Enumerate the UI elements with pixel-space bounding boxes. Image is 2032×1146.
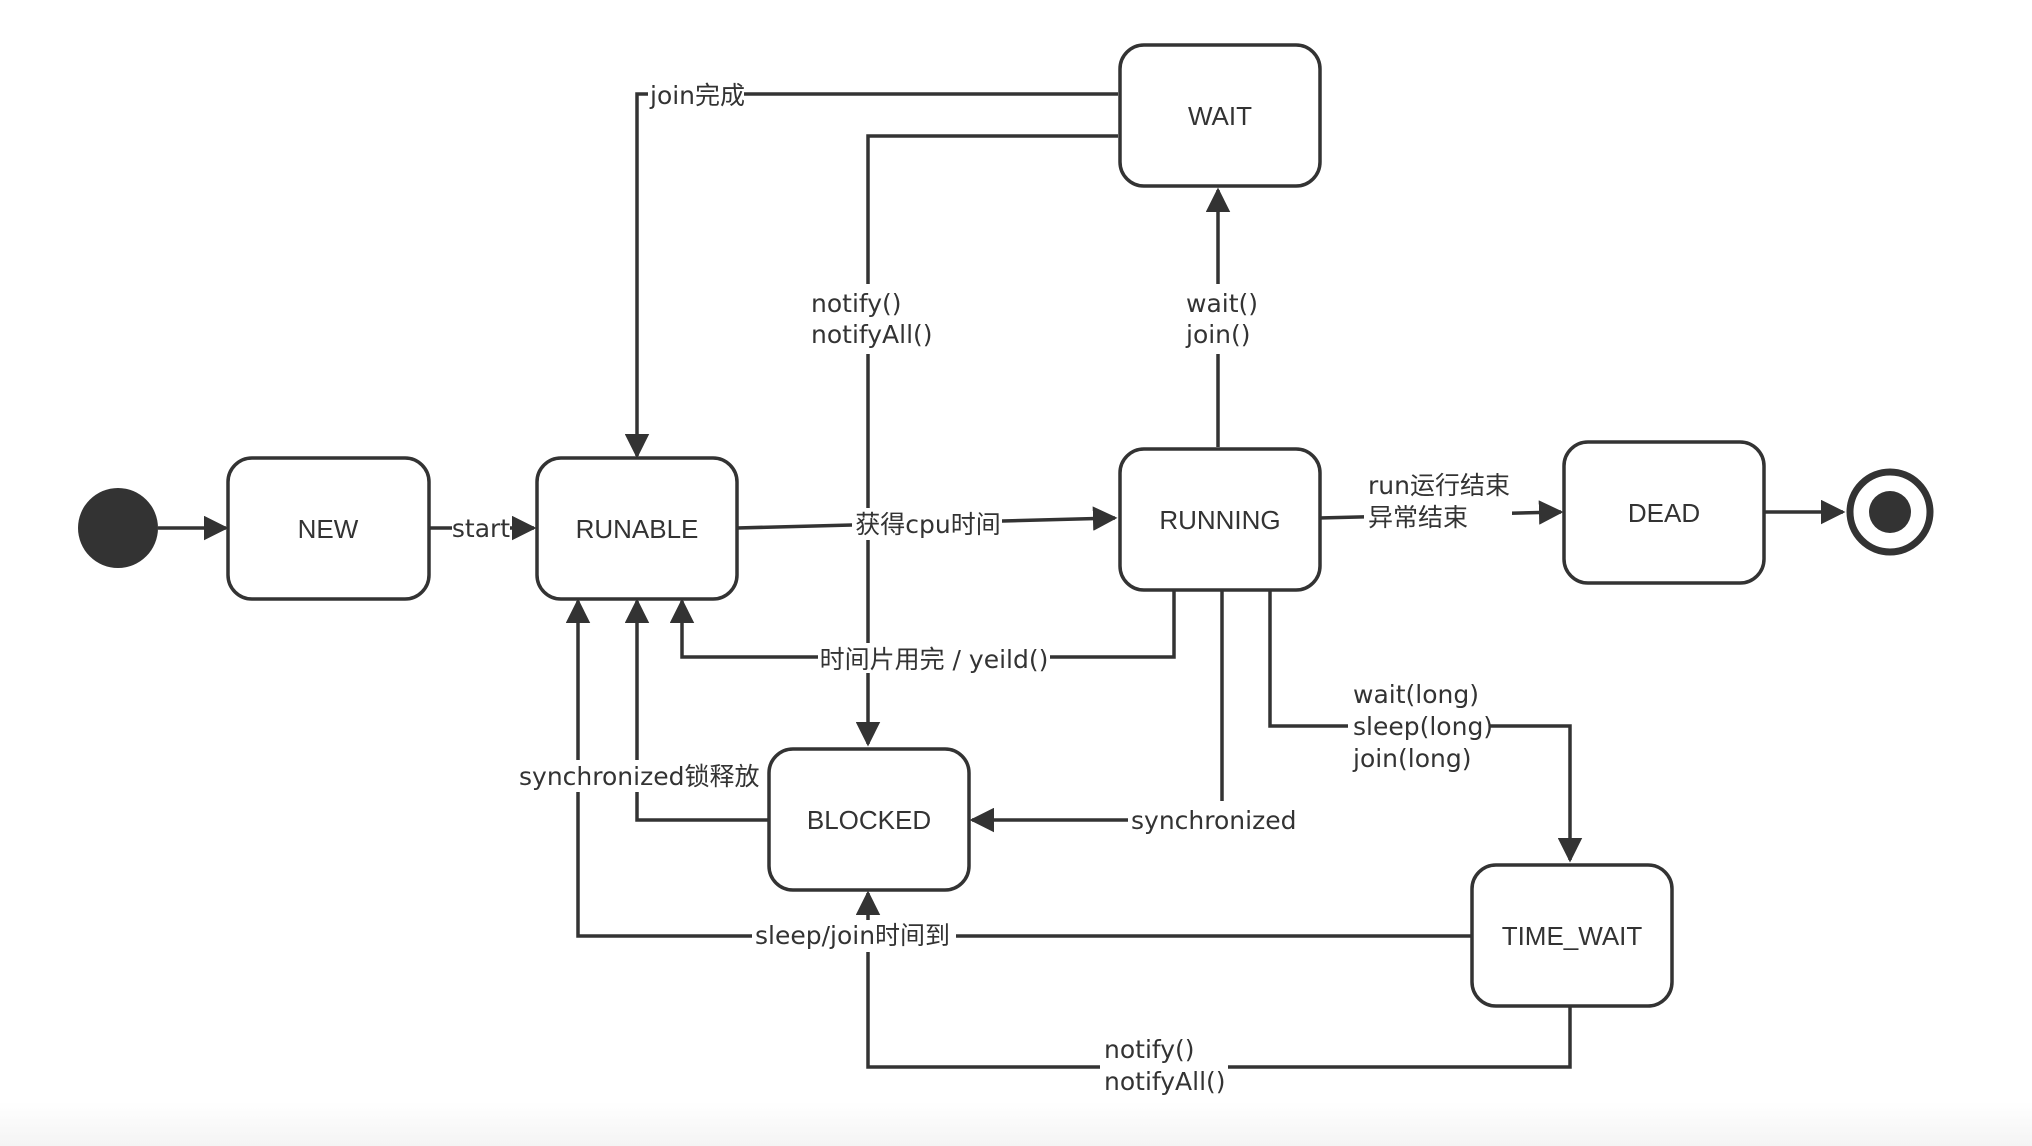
svg-text:start: start <box>452 514 510 543</box>
label-notify-timewait: notify() notifyAll() <box>1100 1032 1228 1102</box>
state-dead: DEAD <box>1562 440 1766 585</box>
label-join-done: join完成 <box>648 80 745 110</box>
svg-text:notify(): notify() <box>811 289 902 318</box>
initial-state-dot <box>78 488 158 568</box>
state-blocked-label: BLOCKED <box>807 805 931 835</box>
state-time-wait-label: TIME_WAIT <box>1502 921 1643 951</box>
label-timed: wait(long) sleep(long) join(long) <box>1348 676 1493 778</box>
state-blocked: BLOCKED <box>767 747 971 892</box>
state-wait: WAIT <box>1118 43 1322 188</box>
label-notify-wait: notify() notifyAll() <box>806 284 934 354</box>
svg-text:异常结束: 异常结束 <box>1368 503 1468 532</box>
state-running-label: RUNNING <box>1159 505 1280 535</box>
edge-wait-to-blocked <box>855 134 1118 747</box>
label-sync-release: synchronized锁释放 <box>516 760 759 792</box>
label-sleep-join-timeout: sleep/join时间到 <box>752 920 956 952</box>
svg-text:run运行结束: run运行结束 <box>1368 471 1510 500</box>
edge-timewait-to-runable <box>565 598 1472 938</box>
svg-text:时间片用完 / yeild(): 时间片用完 / yeild() <box>820 645 1049 674</box>
svg-text:sleep/join时间到: sleep/join时间到 <box>755 921 950 950</box>
label-wait-join: wait() join() <box>1181 284 1261 354</box>
state-dead-label: DEAD <box>1628 498 1700 528</box>
label-get-cpu: 获得cpu时间 <box>852 508 1002 540</box>
state-new-label: NEW <box>298 514 359 544</box>
edge-blocked-to-runable <box>624 598 768 822</box>
svg-text:获得cpu时间: 获得cpu时间 <box>855 510 1000 539</box>
svg-text:join(): join() <box>1185 320 1251 349</box>
state-runable-label: RUNABLE <box>576 514 699 544</box>
svg-text:wait(long): wait(long) <box>1353 680 1479 709</box>
state-wait-label: WAIT <box>1188 101 1252 131</box>
svg-text:synchronized锁释放: synchronized锁释放 <box>519 762 759 791</box>
label-synchronized: synchronized <box>1128 804 1296 836</box>
svg-text:notify(): notify() <box>1104 1035 1195 1064</box>
label-run-end: run运行结束 异常结束 <box>1364 468 1512 538</box>
state-runable: RUNABLE <box>535 456 739 601</box>
svg-text:sleep(long): sleep(long) <box>1353 712 1493 741</box>
label-start: start <box>452 513 510 543</box>
svg-text:synchronized: synchronized <box>1131 806 1296 835</box>
state-new: NEW <box>226 456 431 601</box>
final-state-icon <box>1846 468 1934 556</box>
edge-wait-to-runable <box>624 92 1118 459</box>
label-timeslice: 时间片用完 / yeild() <box>818 643 1050 674</box>
svg-text:wait(): wait() <box>1186 289 1258 318</box>
svg-text:notifyAll(): notifyAll() <box>1104 1067 1226 1096</box>
svg-text:join(long): join(long) <box>1352 744 1472 773</box>
state-time-wait: TIME_WAIT <box>1470 863 1674 1008</box>
state-running: RUNNING <box>1118 447 1322 592</box>
svg-text:notifyAll(): notifyAll() <box>811 320 933 349</box>
svg-text:join完成: join完成 <box>649 81 745 110</box>
